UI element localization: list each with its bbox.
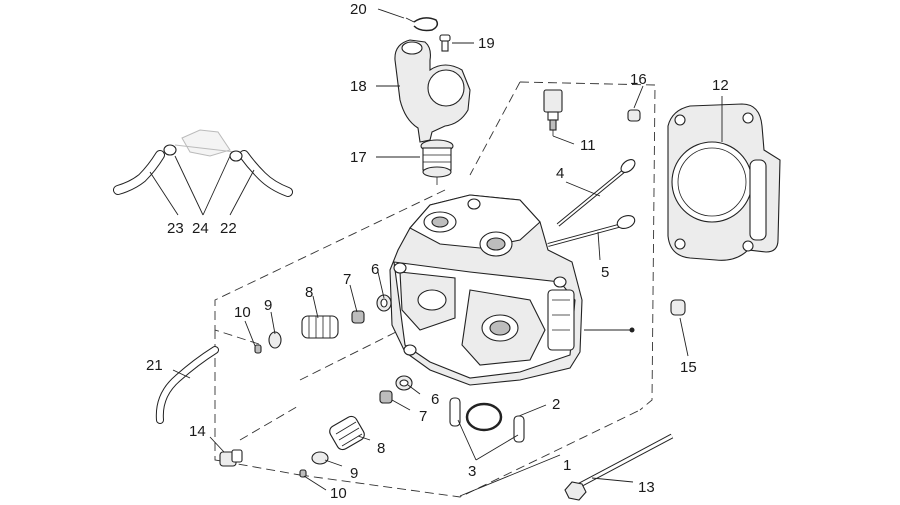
- thermostat-cover: [394, 39, 471, 143]
- temperature-sensor: [543, 89, 563, 136]
- callout-18: 18: [350, 78, 367, 95]
- callout-13: 13: [638, 479, 655, 496]
- callout-15: 15: [680, 359, 697, 376]
- circlip-20: [413, 17, 439, 32]
- callout-8-upper: 8: [305, 284, 313, 301]
- threaded-plug: [219, 449, 243, 467]
- hose-junction: [174, 129, 236, 157]
- callout-1: 1: [563, 457, 571, 474]
- cylinder-head: [389, 194, 583, 386]
- valve-spring-8-upper: [301, 315, 339, 339]
- keeper-10-upper: [254, 344, 262, 354]
- callout-22: 22: [220, 220, 237, 237]
- retainer-9-upper: [268, 331, 282, 349]
- callout-19: 19: [478, 35, 495, 52]
- callout-2: 2: [552, 396, 560, 413]
- stem-seal-7-upper: [351, 310, 365, 324]
- callout-4: 4: [556, 165, 564, 182]
- breather-hose: [155, 346, 219, 424]
- hose-left: [113, 144, 177, 195]
- o-ring-gasket: [465, 402, 503, 432]
- callout-10-upper: 10: [234, 304, 251, 321]
- valve-5: [547, 215, 636, 247]
- callout-24: 24: [192, 220, 209, 237]
- thermostat: [420, 139, 454, 185]
- callout-9-upper: 9: [264, 297, 272, 314]
- long-bolt: [564, 433, 674, 501]
- callout-20: 20: [350, 1, 367, 18]
- callout-7-lower: 7: [419, 408, 427, 425]
- keeper-10-lower: [299, 469, 307, 478]
- hose-right: [229, 150, 293, 197]
- callout-6-upper: 6: [371, 261, 379, 278]
- callout-11: 11: [580, 137, 596, 154]
- callout-labels: 20 19 18 17 11 16 12 4 5 15 6 7 8 9 10 2…: [146, 1, 729, 502]
- assembly-boundary-bottom: [299, 409, 641, 498]
- dowel-bush-15: [670, 299, 686, 316]
- callout-12: 12: [712, 77, 729, 94]
- callout-17: 17: [350, 149, 367, 166]
- dowel-pin-3-right: [513, 415, 525, 443]
- reference-dot: [629, 327, 635, 333]
- stem-seal-7-lower: [379, 390, 393, 404]
- retainer-9-lower: [311, 451, 329, 465]
- callout-5: 5: [601, 264, 609, 281]
- valve-spring-8-lower: [329, 415, 365, 451]
- callout-6-lower: 6: [431, 391, 439, 408]
- assembly-boundary-left: [214, 330, 301, 476]
- assembly-boundary-top: [469, 81, 521, 176]
- callout-10-lower: 10: [330, 485, 347, 502]
- callout-3: 3: [468, 463, 476, 480]
- callout-23: 23: [167, 220, 184, 237]
- dowel-bush-16: [627, 109, 641, 122]
- callout-8-lower: 8: [377, 440, 385, 457]
- assembly-boundary: [214, 189, 446, 346]
- dowel-pin-3-left: [449, 397, 461, 427]
- seal-6-upper: [376, 294, 392, 312]
- callout-21: 21: [146, 357, 163, 374]
- callout-16: 16: [630, 71, 647, 88]
- callout-9-lower: 9: [350, 465, 358, 482]
- callout-7-upper: 7: [343, 271, 351, 288]
- callout-14: 14: [189, 423, 206, 440]
- leader-lines: [149, 8, 723, 497]
- screw-19: [439, 34, 451, 52]
- seal-6-lower: [395, 375, 413, 391]
- valve-4: [556, 159, 636, 227]
- head-gasket: [667, 103, 781, 261]
